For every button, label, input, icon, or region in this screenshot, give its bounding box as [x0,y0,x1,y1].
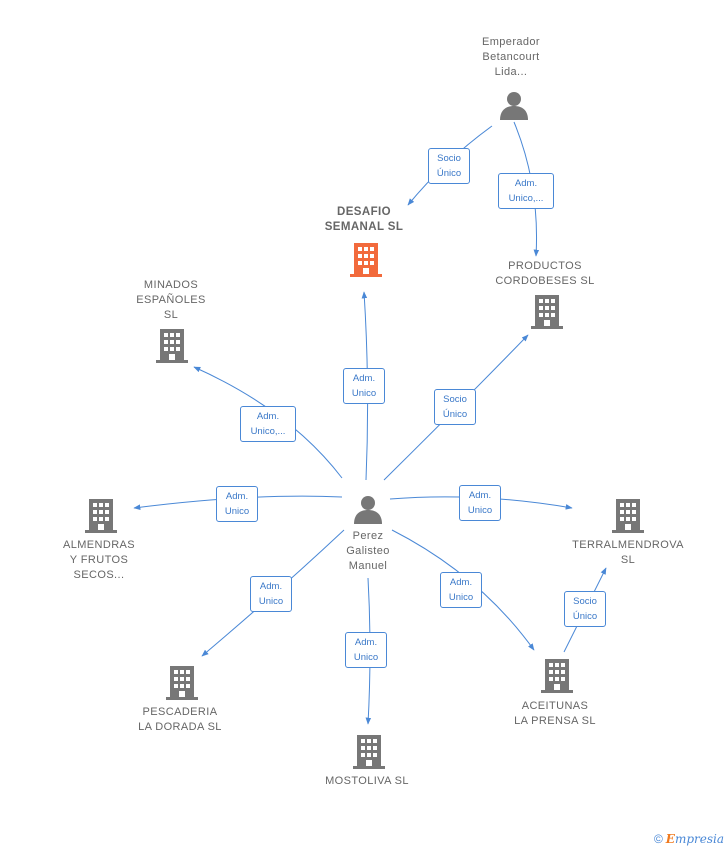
edge-label-perez-pescaderia[interactable]: Adm. Unico [250,576,292,612]
edge-label-perez-aceitunas[interactable]: Adm. Unico [440,572,482,608]
node-label-almendras[interactable]: ALMENDRAS Y FRUTOS SECOS... [62,539,136,581]
building-icon[interactable] [541,659,573,693]
node-label-pescaderia[interactable]: PESCADERIA LA DORADA SL [138,706,222,733]
edge-label-perez-minados[interactable]: Adm. Unico,... [240,406,296,442]
node-label-perez[interactable]: Perez Galisteo Manuel [346,530,390,572]
edge-label-emperador-productos[interactable]: Adm. Unico,... [498,173,554,209]
node-label-aceitunas[interactable]: ACEITUNAS LA PRENSA SL [514,700,596,727]
edge-label-perez-desafio[interactable]: Adm. Unico [343,368,385,404]
edge-label-perez-mostoliva[interactable]: Adm. Unico [345,632,387,668]
footer-brand[interactable]: ©Empresia [654,832,724,846]
edge-label-perez-almendras[interactable]: Adm. Unico [216,486,258,522]
node-label-desafio[interactable]: DESAFIO SEMANAL SL [324,206,404,233]
building-icon[interactable] [353,735,385,769]
node-label-productos[interactable]: PRODUCTOS CORDOBESES SL [495,260,595,287]
edge-label-perez-productos[interactable]: Socio Único [434,389,476,425]
building-icon[interactable] [85,499,117,533]
building-icon-highlight[interactable] [350,243,382,277]
edge-label-emperador-desafio[interactable]: Socio Único [428,148,470,184]
node-label-minados[interactable]: MINADOS ESPAÑOLES SL [136,279,206,321]
edge-label-aceitunas-terralmendrova[interactable]: Socio Único [564,591,606,627]
person-icon[interactable] [354,496,382,524]
copyright-symbol: © [653,832,663,846]
node-label-emperador[interactable]: Emperador Betancourt Lida... [481,36,540,78]
brand-logo-letter: E [665,832,675,846]
building-icon[interactable] [612,499,644,533]
building-icon[interactable] [166,666,198,700]
building-icon[interactable] [531,295,563,329]
edge-label-perez-terralmendrova[interactable]: Adm. Unico [459,485,501,521]
node-label-mostoliva[interactable]: MOSTOLIVA SL [325,775,409,787]
person-icon[interactable] [500,92,528,120]
brand-name: mpresia [674,832,724,846]
node-label-terralmendrova[interactable]: TERRALMENDROVA SL [572,539,684,566]
building-icon[interactable] [156,329,188,363]
